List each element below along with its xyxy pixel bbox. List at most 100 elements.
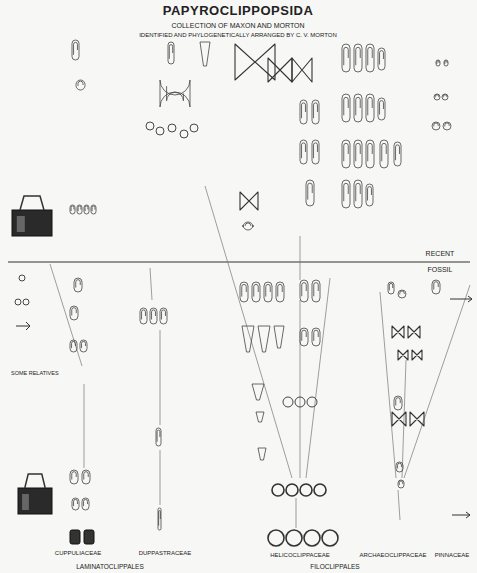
paper-clip: [342, 140, 350, 168]
paper-clip: [378, 98, 385, 120]
paper-clip: [432, 122, 440, 130]
paper-clip: [396, 462, 403, 472]
paper-clip: [240, 282, 248, 302]
ring-clip: [146, 122, 154, 130]
lineage-line: [300, 236, 301, 280]
paper-clip: [70, 530, 80, 544]
paper-clip: [342, 44, 350, 72]
paper-clip: [432, 280, 440, 294]
paper-clip: [312, 140, 319, 164]
ring-clip: [190, 124, 198, 132]
subtitle: IDENTIFIED AND PHYLOGENETICALLY ARRANGED…: [138, 32, 338, 39]
lineage-line: [150, 268, 152, 300]
paper-clip: [378, 48, 385, 70]
paper-clip: [312, 280, 320, 302]
paper-clip: [342, 94, 350, 122]
butterfly-clip: [240, 192, 258, 210]
paper-clip: [300, 280, 308, 302]
paper-clip: [158, 508, 161, 530]
ring-clip: [19, 275, 25, 281]
paper-clip: [252, 384, 264, 400]
paper-clip: [300, 140, 307, 164]
paper-clip: [70, 306, 78, 320]
era-label: FOSSIL: [427, 266, 454, 274]
ring-clip: [286, 530, 302, 546]
lineage-line: [84, 384, 85, 468]
order-label: FILOCLIPPALES: [309, 563, 360, 570]
paper-clip: [200, 42, 210, 66]
lineage-line: [160, 330, 161, 425]
binder-clip: [18, 488, 52, 514]
paper-clip: [264, 282, 272, 302]
paper-clip: [252, 282, 260, 302]
paper-clip: [342, 180, 350, 208]
paper-clip: [276, 282, 284, 302]
family-label: CUPPULIACEAE: [54, 550, 102, 557]
paper-clip: [380, 140, 388, 168]
binder-handle: [20, 196, 44, 210]
binder-clip: [17, 216, 25, 232]
ring-clip: [322, 530, 338, 546]
butterfly-clip: [398, 350, 408, 360]
lineage-line: [404, 285, 470, 478]
paper-clip: [77, 205, 82, 214]
ring-clip: [272, 484, 284, 496]
title: PAPYROCLIPPOPSIDA: [163, 4, 314, 18]
paper-clip: [366, 94, 374, 122]
lineage-line: [306, 278, 330, 478]
paper-clip: [242, 326, 254, 352]
paper-clip: [443, 122, 451, 130]
pin-figure: [450, 296, 472, 302]
order-label: LAMINATOCLIPPALES: [75, 563, 145, 570]
paper-clip: [436, 60, 440, 66]
butterfly-clip: [392, 326, 404, 338]
butterfly-clip: [412, 350, 422, 360]
paper-clip: [72, 498, 79, 510]
lineage-line: [300, 300, 301, 478]
paper-clip: [442, 94, 448, 100]
paper-clip: [160, 308, 167, 324]
paper-clip: [394, 396, 402, 410]
paper-clip: [354, 94, 362, 122]
paper-clip: [258, 448, 266, 460]
paper-clip: [312, 100, 319, 124]
ring-clip: [295, 397, 305, 407]
paper-clip: [256, 412, 264, 422]
binder-handle: [25, 474, 45, 488]
paper-clip: [434, 94, 440, 100]
paper-clip: [312, 328, 320, 346]
family-label: DUPPASTRACEAE: [138, 550, 193, 557]
butterfly-clip: [410, 412, 424, 426]
paper-clip: [82, 470, 90, 484]
ring-clip: [15, 299, 21, 305]
paper-clip: [306, 180, 314, 206]
ring-clip: [156, 127, 164, 135]
ring-clip: [286, 484, 298, 496]
subtitle: COLLECTION OF MAXON AND MORTON: [170, 22, 305, 30]
ring-clip: [304, 530, 320, 546]
ring-clip: [268, 530, 284, 546]
paper-clip: [366, 184, 373, 206]
paper-clip: [91, 205, 96, 214]
paper-clip: [258, 326, 270, 352]
paper-clip: [366, 44, 374, 72]
family-label: ARCHAEOCLIPPACEAE: [359, 552, 428, 559]
paper-clip: [366, 140, 374, 168]
paper-clip: [150, 308, 157, 324]
paper-clip: [74, 278, 82, 292]
lineage-line: [398, 490, 400, 520]
butterfly-clip: [268, 58, 292, 82]
lineage-line: [205, 186, 292, 478]
butterfly-clip: [392, 412, 406, 426]
binder-clip: [22, 494, 29, 510]
lineage-line: [402, 360, 406, 478]
paper-clip: [82, 498, 89, 510]
ring-clip: [168, 124, 176, 132]
lineage-line: [380, 292, 396, 478]
paper-clip: [70, 340, 77, 352]
paper-clip: [80, 340, 87, 352]
pin-figure: [452, 512, 470, 518]
ring-clip: [283, 397, 293, 407]
ring-clip: [180, 130, 188, 138]
